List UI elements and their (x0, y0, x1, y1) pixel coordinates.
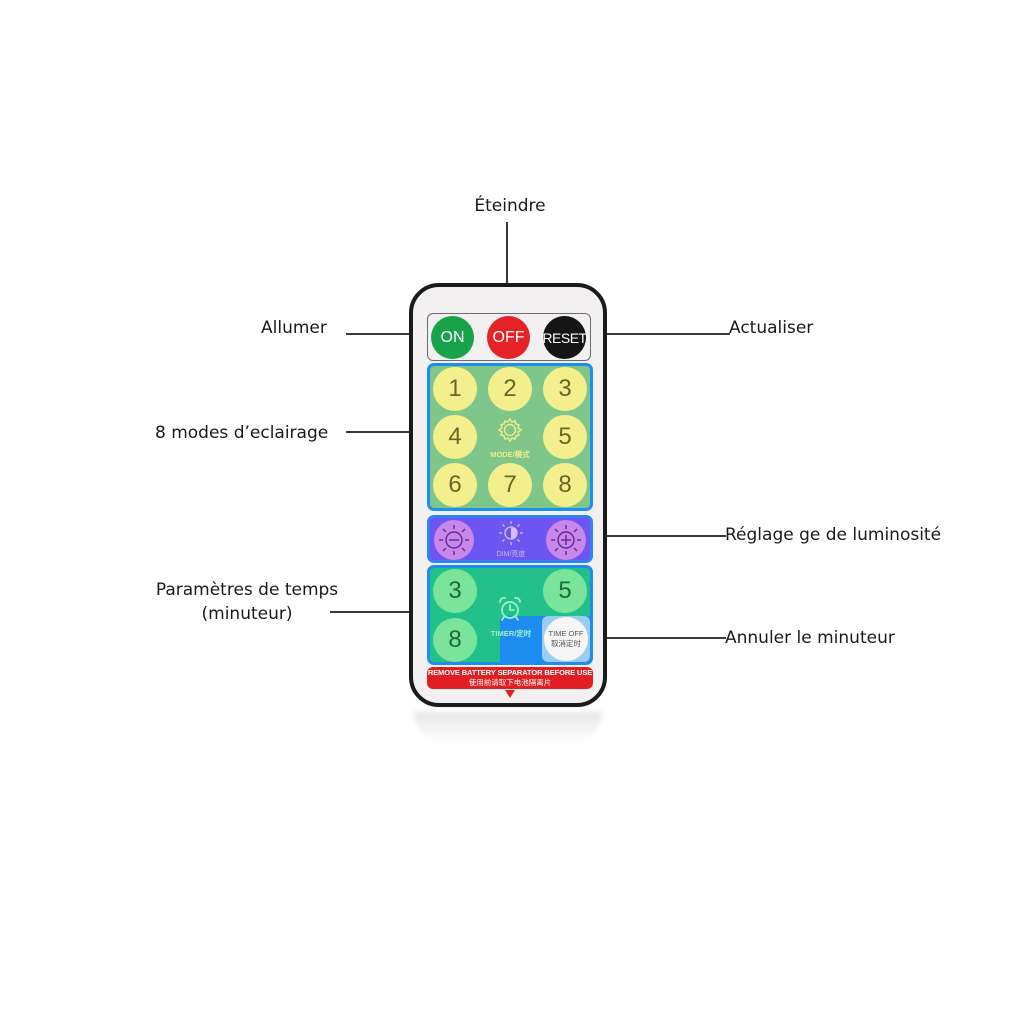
timer-button-3[interactable]: 3 (433, 569, 477, 613)
label-timer-settings: Paramètres de temps (minuteur) (132, 578, 362, 626)
mode-panel: 1 2 3 4 5 6 7 8 MODE/模式 (427, 363, 593, 511)
timer-button-8[interactable]: 8 (433, 618, 477, 662)
label-timer-line1: Paramètres de temps (155, 580, 339, 600)
dim-panel: DIM/亮度 (427, 515, 593, 563)
brightness-icon (499, 521, 523, 545)
sun-plus-icon (551, 525, 581, 555)
leader-line-off (506, 222, 508, 334)
timer-button-5[interactable]: 5 (543, 569, 587, 613)
gear-icon (497, 417, 523, 443)
mode-button-4[interactable]: 4 (433, 415, 477, 459)
leader-line-brightness (562, 535, 726, 537)
mode-button-7[interactable]: 7 (488, 463, 532, 507)
timer-panel: 3 5 8 TIMER/定时 TIME OFF 取消定时 (427, 565, 593, 665)
label-cancel-timer: Annuler le minuteur (725, 628, 895, 648)
dim-minus-button[interactable] (434, 520, 474, 560)
leader-line-reset (564, 333, 730, 335)
mode-button-5[interactable]: 5 (543, 415, 587, 459)
time-off-label-en: TIME OFF (548, 629, 584, 638)
leader-line-on (346, 333, 452, 335)
label-timer-line2: (minuteur) (201, 604, 293, 624)
remote-control: ON OFF RESET 1 2 3 4 5 6 7 8 MODE/模式 (409, 283, 607, 707)
time-off-label-cn: 取消定时 (551, 639, 581, 648)
dim-label: DIM/亮度 (496, 551, 526, 558)
mode-button-1[interactable]: 1 (433, 367, 477, 411)
warning-text-cn: 使用前请取下电池隔离片 (468, 678, 552, 687)
dim-plus-button[interactable] (546, 520, 586, 560)
sun-minus-icon (439, 525, 469, 555)
label-allumer: Allumer (261, 318, 327, 338)
leader-line-timer (330, 611, 430, 613)
timer-label: TIMER/定时 (490, 629, 532, 638)
mode-button-2[interactable]: 2 (488, 367, 532, 411)
off-button[interactable]: OFF (487, 316, 530, 359)
on-button[interactable]: ON (431, 316, 474, 359)
mode-button-8[interactable]: 8 (543, 463, 587, 507)
power-button-group: ON OFF RESET (427, 313, 591, 361)
arrow-down-icon (505, 690, 515, 698)
reset-button[interactable]: RESET (542, 316, 587, 359)
label-eteindre: Éteindre (474, 196, 546, 216)
alarm-clock-icon (499, 597, 521, 621)
time-off-button[interactable]: TIME OFF 取消定时 (544, 617, 588, 661)
label-brightness: Réglage ge de luminosité (725, 525, 942, 545)
mode-button-6[interactable]: 6 (433, 463, 477, 507)
label-actualiser: Actualiser (729, 318, 814, 338)
label-modes: 8 modes d’eclairage (155, 423, 329, 443)
mode-label: MODE/模式 (490, 450, 530, 459)
leader-line-modes (346, 431, 436, 433)
battery-separator-warning: REMOVE BATTERY SEPARATOR BEFORE USE 使用前请… (427, 667, 593, 689)
warning-text-en: REMOVE BATTERY SEPARATOR BEFORE USE (427, 668, 593, 677)
remote-reflection (414, 712, 602, 742)
mode-button-3[interactable]: 3 (543, 367, 587, 411)
leader-line-cancel-timer (574, 637, 726, 639)
